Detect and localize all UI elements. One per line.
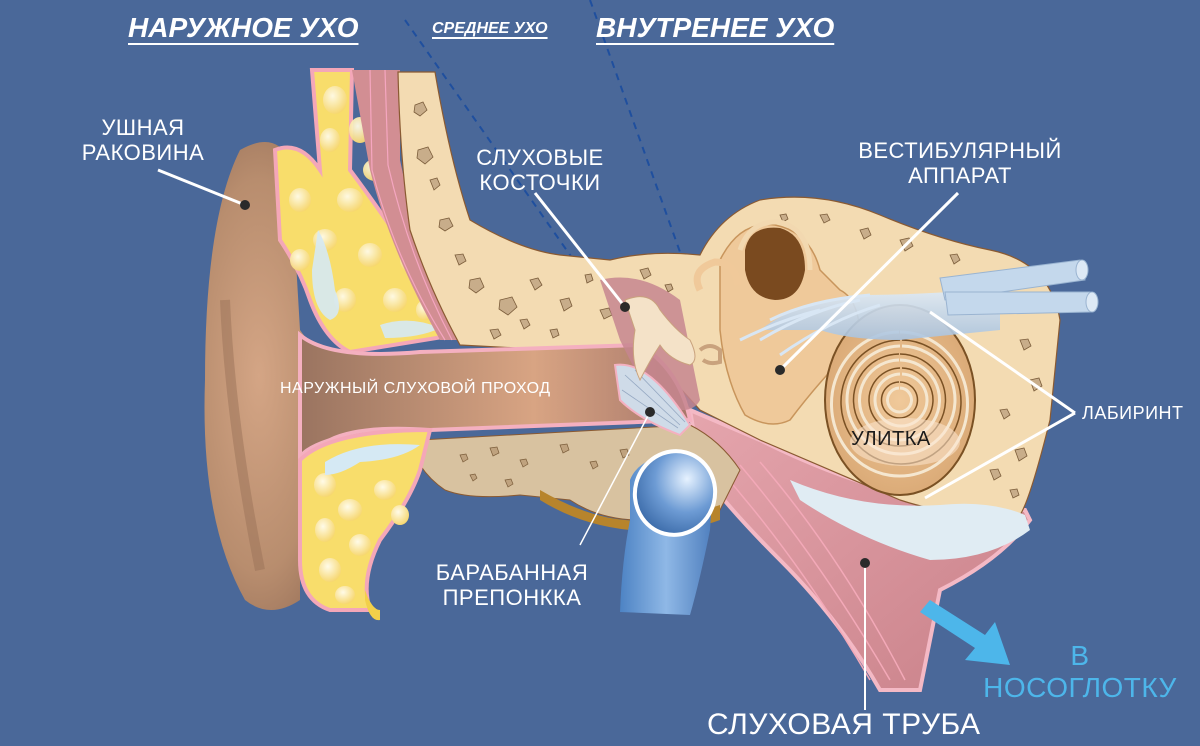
label-vestibular-apparatus: ВЕСТИБУЛЯРНЫЙ АППАРАТ — [858, 138, 1062, 189]
section-inner-ear: ВНУТРЕНЕЕ УХО — [596, 12, 835, 43]
ear-canal — [298, 330, 693, 461]
muscle-strip — [352, 70, 460, 340]
perilymph — [790, 480, 1030, 560]
label-eardrum: БАРАБАННАЯ ПРЕПОНККА — [435, 560, 589, 611]
label-ear-canal: НАРУЖНЫЙ СЛУХОВОЙ ПРОХОД — [280, 380, 551, 397]
label-labyrinth: ЛАБИРИНТ — [1082, 403, 1184, 423]
label-eustachian-tube: СЛУХОВАЯ ТРУБА — [707, 708, 981, 741]
label-auricle: УШНАЯ РАКОВИНА — [81, 115, 205, 166]
label-nasopharynx: В НОСОГЛОТКУ — [983, 640, 1177, 704]
label-cochlea: УЛИТКА — [851, 428, 931, 450]
auditory-nerve — [760, 285, 1000, 340]
middle-inner-divider — [589, 0, 741, 421]
section-outer-ear: НАРУЖНОЕ УХО — [128, 12, 359, 43]
ossicles — [624, 296, 696, 382]
section-middle-ear: СРЕДНЕЕ УХО — [432, 20, 548, 37]
label-ossicles: СЛУХОВЫЕ КОСТОЧКИ — [476, 145, 604, 196]
arrow-to-nasopharynx — [920, 600, 1010, 665]
